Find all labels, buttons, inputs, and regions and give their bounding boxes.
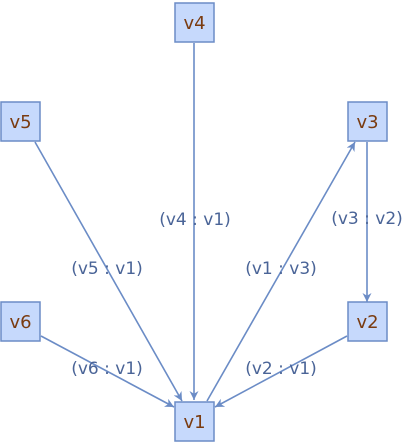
node-v2: v2 <box>347 301 388 342</box>
node-v5-box <box>0 101 41 142</box>
node-v5-label: v5 <box>9 112 31 133</box>
edge-label-v2-v1: (v2 : v1) <box>245 359 317 379</box>
edge-label-v3-v2: (v3 : v2) <box>331 209 403 229</box>
node-v4-label: v4 <box>183 13 205 34</box>
edge-v1-v3 <box>206 141 356 402</box>
node-v3-box <box>347 101 388 142</box>
node-v6: v6 <box>0 301 41 342</box>
node-v6-box <box>0 301 41 342</box>
edge-label-v1-v3: (v1 : v3) <box>245 259 317 279</box>
node-v5: v5 <box>0 101 41 142</box>
edge-label-v4-v1: (v4 : v1) <box>159 210 231 230</box>
node-v1: v1 <box>174 401 215 442</box>
edge-label-v6-v1: (v6 : v1) <box>71 359 143 379</box>
node-v3-label: v3 <box>356 112 378 133</box>
node-v4: v4 <box>174 2 215 43</box>
edge-v5-v1 <box>34 141 183 402</box>
node-v2-label: v2 <box>356 312 378 333</box>
node-v2-box <box>347 301 388 342</box>
nodes: v4 v5 v3 v6 v2 v1 <box>0 2 388 442</box>
edge-v6-v1 <box>40 335 175 408</box>
node-v4-box <box>174 2 215 43</box>
node-v1-box <box>174 401 215 442</box>
edge-label-v5-v1: (v5 : v1) <box>71 259 143 279</box>
edge-labels: (v4 : v1) (v5 : v1) (v1 : v3) (v3 : v2) … <box>71 209 403 379</box>
edges <box>34 43 372 408</box>
node-v1-label: v1 <box>183 412 205 433</box>
node-v6-label: v6 <box>9 312 31 333</box>
node-v3: v3 <box>347 101 388 142</box>
edge-v2-v1 <box>214 335 348 408</box>
